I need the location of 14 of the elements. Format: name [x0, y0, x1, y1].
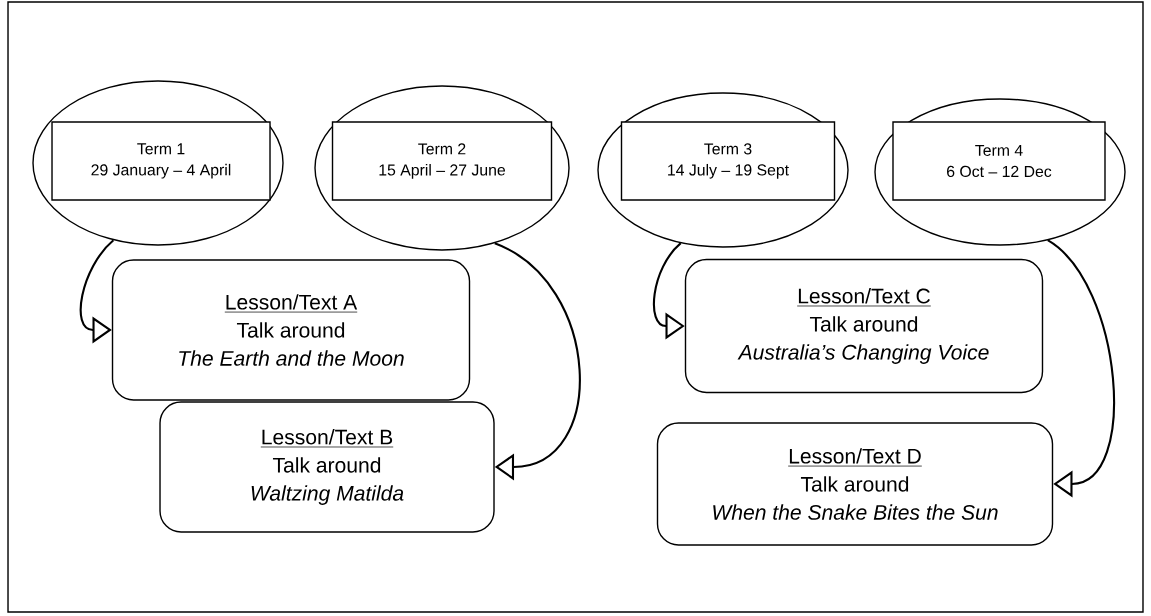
- term-box: Term 1 29 January – 4 April: [51, 121, 271, 201]
- curved-arrow: [494, 242, 581, 481]
- lesson-box: Lesson/Text C Talk around Australia’s Changing Voice: [684, 258, 1044, 394]
- term-box: Term 2 15 April – 27 June: [331, 121, 553, 201]
- ellipse: [874, 98, 1126, 246]
- term-box: Term 3 14 July – 19 Sept: [620, 121, 836, 201]
- lesson-box: Lesson/Text D Talk around When the Snake Bites the Sun: [656, 422, 1054, 546]
- lesson-box: Lesson/Text A Talk around The Earth and the Moon: [111, 259, 471, 401]
- ellipse: [597, 92, 849, 248]
- lesson-box: Lesson/Text B Talk around Waltzing Matilda: [159, 401, 495, 533]
- ellipse: [32, 80, 284, 246]
- term-box: Term 4 6 Oct – 12 Dec: [892, 121, 1106, 201]
- curved-arrow: [1047, 239, 1116, 498]
- ellipse: [314, 85, 570, 251]
